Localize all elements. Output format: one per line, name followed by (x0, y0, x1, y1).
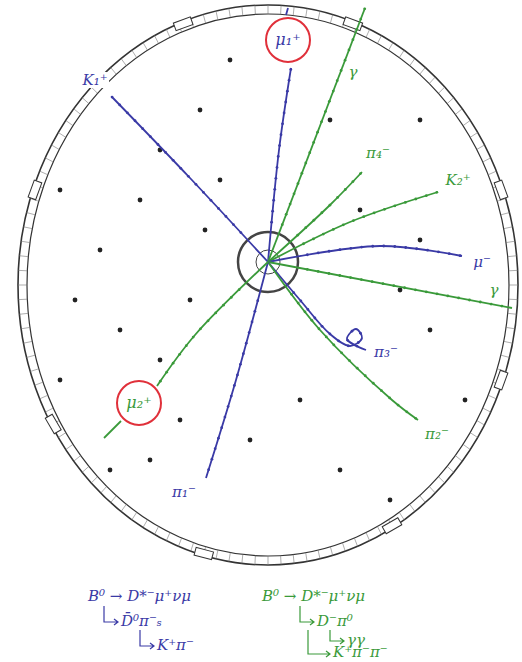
detector-hatching (18, 5, 518, 565)
detector-inner (27, 14, 509, 556)
track-hit (270, 68, 292, 224)
particle-track (206, 262, 268, 478)
track-hit (159, 288, 241, 382)
particle-track (286, 8, 288, 15)
particle-label: π₄⁻ (365, 145, 391, 162)
particle-track (268, 8, 365, 262)
particle-track (268, 246, 462, 262)
track-hit (290, 293, 417, 420)
particle-label: π₂⁻ (424, 426, 450, 443)
particle-label: K₁⁺ (81, 72, 108, 89)
decay-formula: B⁰ → D*⁻μ⁺νμ (262, 588, 365, 605)
decay-formula: K⁺π⁻ (157, 637, 194, 654)
highlight-circle: μ₁⁺ (265, 17, 311, 63)
tracks (104, 7, 512, 478)
particle-track (268, 262, 418, 420)
track-hit (302, 191, 438, 245)
track-hit (111, 96, 243, 234)
muon-label: μ₁⁺ (275, 31, 300, 49)
decay-formula: B⁰ → D*⁻μ⁺νμ (88, 588, 191, 605)
particle-label: μ⁻ (472, 254, 492, 271)
highlight-circle: μ₂⁺ (116, 380, 162, 426)
particle-label: γ (489, 282, 500, 299)
track-hit (306, 245, 462, 257)
track-hit (306, 268, 503, 307)
particle-label: π₁⁻ (171, 484, 197, 501)
particle-label: π₃⁻ (373, 344, 399, 361)
particle-track (104, 421, 121, 438)
muon-label: μ₂⁺ (126, 394, 151, 412)
detector-outer (18, 5, 518, 565)
track-hit (296, 172, 362, 236)
particle-label: K₂⁺ (444, 172, 471, 189)
decay-formula: K⁺π⁻π⁻ (333, 644, 388, 661)
particle-track (112, 97, 268, 262)
decay-arrow (104, 606, 344, 657)
particle-track (268, 192, 438, 262)
particle-track (157, 262, 268, 386)
rim-module (28, 17, 508, 560)
track-hit (207, 299, 259, 471)
stray-hit (58, 58, 468, 503)
decay-formula: D⁻π⁰ (317, 613, 353, 630)
particle-label: γ (348, 64, 359, 81)
decay-formula: D̄⁰π⁻ₛ (121, 613, 162, 630)
particle-track (268, 262, 366, 350)
